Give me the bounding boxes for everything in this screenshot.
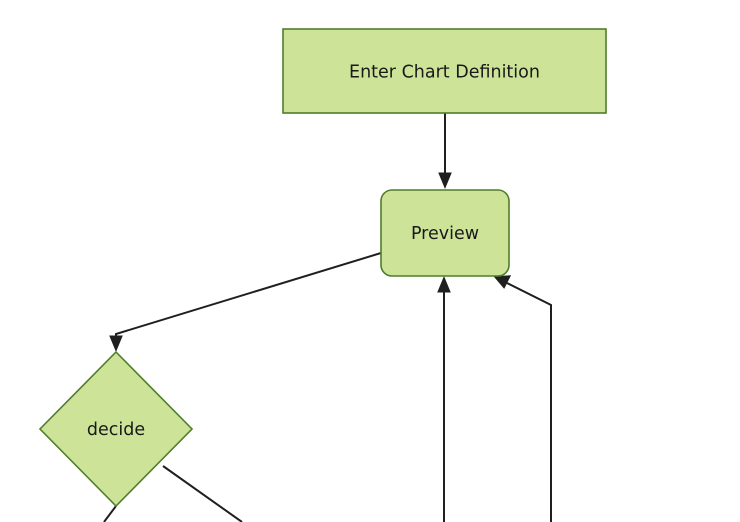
arrow-head-up-icon bbox=[437, 276, 451, 293]
edge-enter-chart-definition-to-preview bbox=[438, 113, 452, 189]
node-enter-chart-definition-shape[interactable] bbox=[282, 28, 607, 114]
arrow-head-down-icon bbox=[109, 335, 123, 352]
node-preview-label: Preview bbox=[411, 224, 479, 244]
arrow-head-down-icon bbox=[438, 172, 452, 189]
edge-line bbox=[103, 505, 117, 522]
edge-line bbox=[115, 252, 382, 339]
edge-decide-branch-right bbox=[162, 465, 243, 522]
node-decide[interactable]: decide bbox=[38, 350, 194, 508]
edge-decide-to-preview-right bbox=[493, 275, 552, 522]
edge-decide-to-preview-center bbox=[437, 276, 451, 522]
node-enter-chart-definition-label: Enter Chart Definition bbox=[349, 63, 540, 83]
arrow-head-up-left-icon bbox=[493, 275, 512, 289]
edge-line bbox=[162, 465, 243, 522]
node-decide-shape[interactable] bbox=[38, 350, 194, 508]
edge-decide-branch-left bbox=[103, 505, 117, 522]
node-decide-label: decide bbox=[87, 420, 145, 440]
edge-line bbox=[504, 281, 552, 522]
edge-preview-to-decide bbox=[109, 252, 382, 352]
node-preview[interactable]: Preview bbox=[380, 189, 510, 277]
node-preview-shape[interactable] bbox=[380, 189, 510, 277]
node-enter-chart-definition[interactable]: Enter Chart Definition bbox=[282, 28, 607, 114]
